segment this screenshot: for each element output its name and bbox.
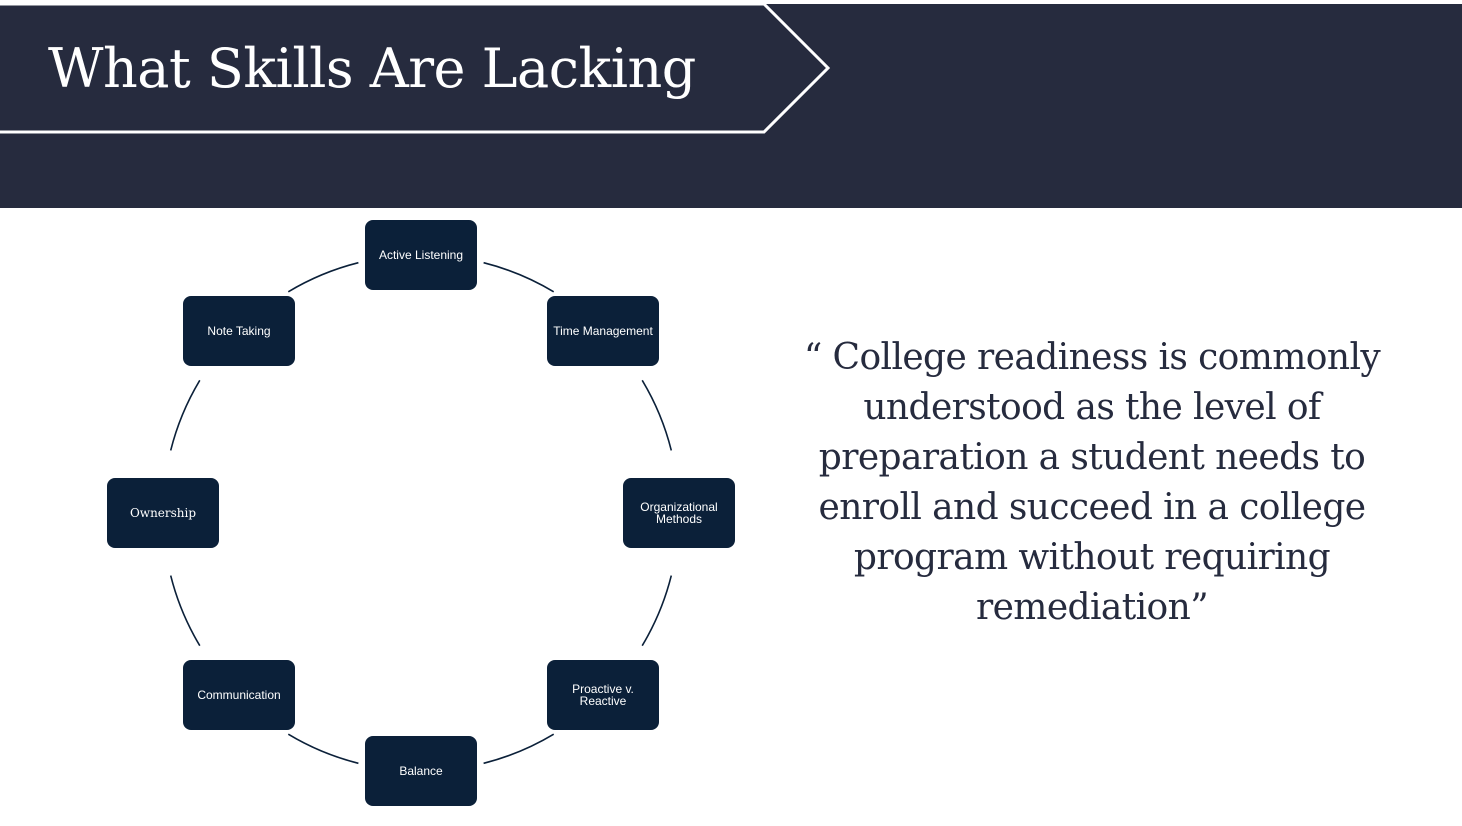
bottom-divider: [0, 822, 1462, 826]
cycle-node-ownership: Ownership: [107, 478, 219, 548]
cycle-connector-arc: [169, 575, 201, 647]
cycle-connector-arc: [483, 261, 555, 293]
cycle-connector-arc: [287, 733, 359, 765]
cycle-node-organizational-methods: Organizational Methods: [623, 478, 735, 548]
title-chevron-outline: [0, 2, 831, 134]
cycle-connector-arc: [169, 379, 201, 451]
cycle-connector-arc: [483, 733, 555, 765]
cycle-connector-arc: [287, 261, 359, 293]
college-readiness-quote: “ College readiness is commonly understo…: [803, 337, 1381, 628]
header-band: [0, 4, 1462, 208]
cycle-node-communication: Communication: [183, 660, 295, 730]
top-divider: [0, 0, 1462, 4]
cycle-node-proactive-reactive: Proactive v. Reactive: [547, 660, 659, 730]
cycle-node-time-management: Time Management: [547, 296, 659, 366]
cycle-connector-arc: [641, 379, 673, 451]
slide-title: What Skills Are Lacking: [48, 37, 696, 100]
cycle-node-active-listening: Active Listening: [365, 220, 477, 290]
cycle-node-balance: Balance: [365, 736, 477, 806]
cycle-connector-arc: [641, 575, 673, 647]
cycle-node-note-taking: Note Taking: [183, 296, 295, 366]
